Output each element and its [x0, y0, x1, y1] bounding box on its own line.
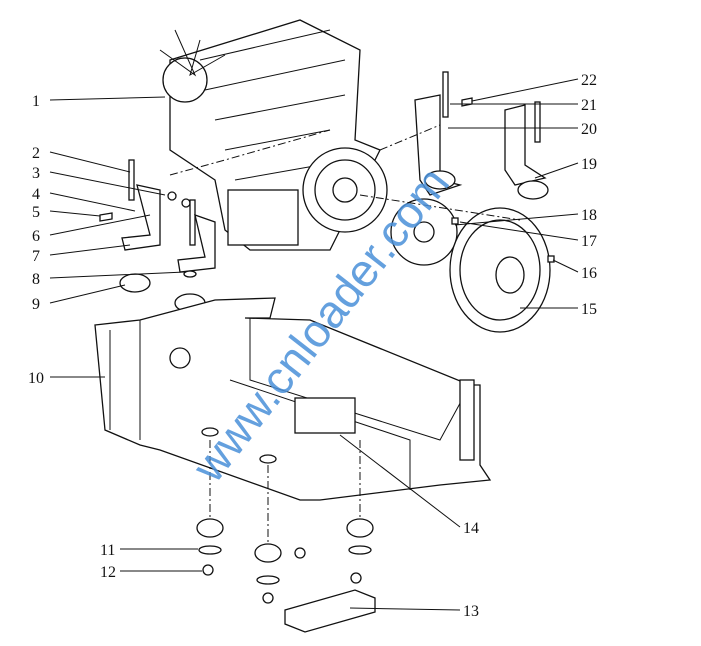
- callouts: 1 2 3 4 5 6 7 8 9 10 11 12 13 14 15 16 1…: [28, 72, 597, 620]
- callout-10: 10: [28, 370, 44, 387]
- callout-19: 19: [581, 156, 597, 173]
- callout-14: 14: [463, 520, 479, 537]
- callout-17: 17: [581, 233, 597, 250]
- callout-15: 15: [581, 301, 597, 318]
- leader-lines: [49, 78, 579, 611]
- bottom-mounts: [196, 440, 376, 633]
- callout-8: 8: [32, 271, 40, 288]
- callout-16: 16: [581, 265, 597, 282]
- engine: [159, 19, 388, 251]
- callout-20: 20: [581, 121, 597, 138]
- callout-1: 1: [32, 93, 40, 110]
- callout-18: 18: [581, 207, 597, 224]
- callout-4: 4: [32, 186, 40, 203]
- callout-5: 5: [32, 204, 40, 221]
- callout-3: 3: [32, 165, 40, 182]
- callout-6: 6: [32, 228, 40, 245]
- left-mount-parts: [99, 159, 216, 313]
- base-frame: [94, 297, 492, 501]
- coupling-housing: [390, 198, 555, 333]
- callout-7: 7: [32, 248, 40, 265]
- callout-2: 2: [32, 145, 40, 162]
- callout-21: 21: [581, 97, 597, 114]
- right-mount-parts: [414, 71, 549, 200]
- callout-22: 22: [581, 72, 597, 89]
- callout-13: 13: [463, 603, 479, 620]
- callout-11: 11: [100, 542, 115, 559]
- callout-9: 9: [32, 296, 40, 313]
- callout-12: 12: [100, 564, 116, 581]
